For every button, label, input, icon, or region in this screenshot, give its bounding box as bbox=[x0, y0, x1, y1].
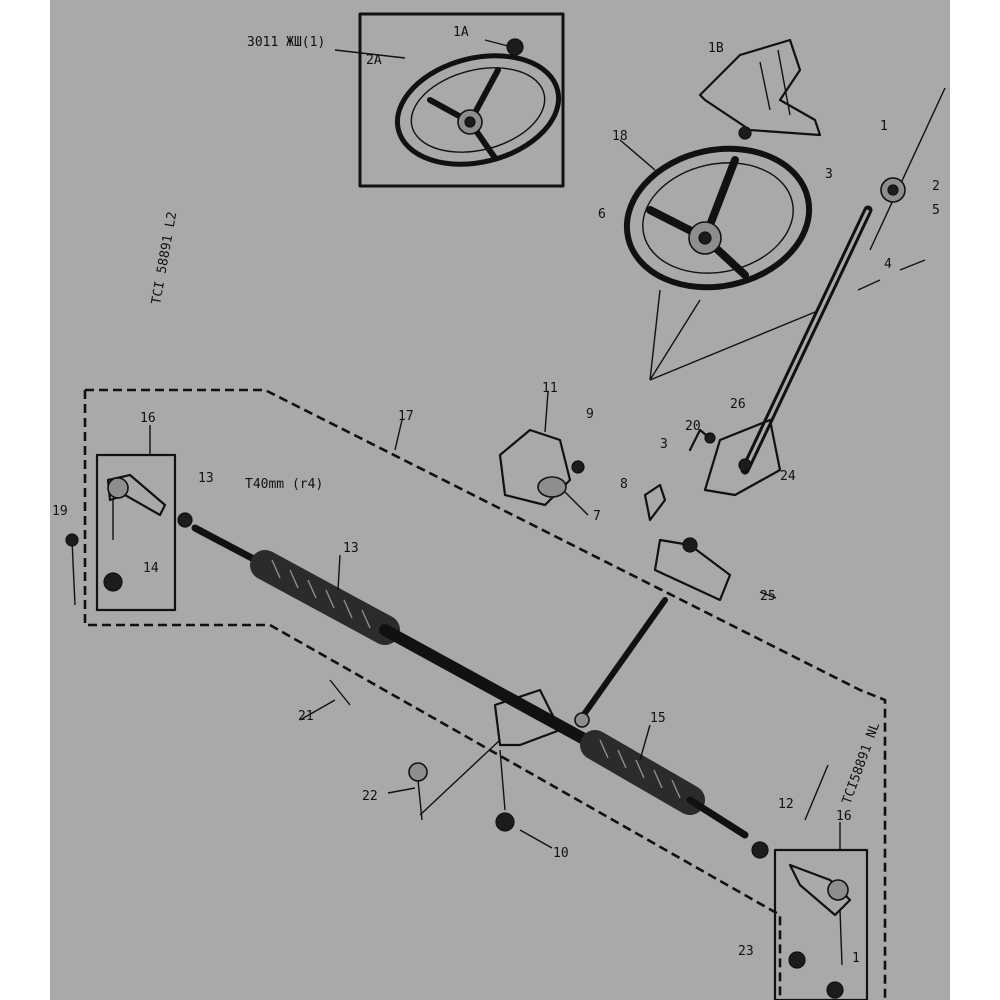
callout-4: 4 bbox=[884, 257, 892, 272]
callout-2: 2 bbox=[932, 179, 940, 194]
callout-5: 5 bbox=[932, 203, 940, 218]
steering-column bbox=[688, 87, 946, 497]
callout-9: 9 bbox=[586, 407, 594, 422]
left-tie-rod-box bbox=[65, 453, 177, 612]
callout-12: 12 bbox=[778, 797, 794, 812]
callout-24: 24 bbox=[780, 469, 796, 484]
steering-shroud-part bbox=[698, 38, 822, 140]
callout-20: 20 bbox=[685, 419, 701, 434]
callout-16b: 16 bbox=[836, 809, 852, 824]
callout-15: 15 bbox=[650, 711, 666, 726]
callout-22: 22 bbox=[362, 789, 378, 804]
callout-3: 3 bbox=[825, 167, 833, 182]
callout-drawing-ref: TCI 58891 L2 bbox=[149, 211, 180, 306]
callout-2a: 2A bbox=[366, 53, 382, 68]
callout-3011: 3011 ЖШ(1) bbox=[247, 35, 325, 50]
callout-17: 17 bbox=[398, 409, 414, 424]
callout-25: 25 bbox=[760, 589, 776, 604]
callout-8: 8 bbox=[620, 477, 628, 492]
callout-drawing-ref-2: TCI58891 NL bbox=[840, 720, 884, 806]
steering-rack bbox=[177, 512, 769, 859]
inset-steering-wheel-box bbox=[334, 12, 565, 188]
callout-11: 11 bbox=[542, 381, 558, 396]
callout-13: 13 bbox=[198, 471, 214, 486]
callout-1: 1 bbox=[880, 119, 888, 134]
right-tie-rod-box bbox=[773, 848, 869, 1000]
callout-7: 7 bbox=[593, 509, 601, 524]
callout-26: 26 bbox=[730, 397, 746, 412]
diagram-sheet bbox=[50, 0, 950, 1000]
callout-21: 21 bbox=[298, 709, 314, 724]
callout-dimension: T40mm (r4) bbox=[245, 477, 323, 492]
callout-3b: 3 bbox=[660, 437, 668, 452]
callout-6: 6 bbox=[598, 207, 606, 222]
callout-23: 23 bbox=[738, 944, 754, 959]
leader-lines bbox=[149, 139, 841, 850]
callout-1a: 1A bbox=[453, 25, 469, 40]
callout-10: 10 bbox=[553, 846, 569, 861]
callout-13b: 13 bbox=[343, 541, 359, 556]
callout-18: 18 bbox=[612, 129, 628, 144]
callout-14: 14 bbox=[143, 561, 159, 576]
callout-16: 16 bbox=[140, 411, 156, 426]
callout-1c: 1 bbox=[852, 951, 860, 966]
callout-1b: 1B bbox=[708, 41, 724, 56]
rack-assembly-outline bbox=[83, 388, 887, 1000]
mount-bracket bbox=[498, 428, 732, 602]
main-steering-wheel bbox=[623, 145, 821, 381]
callout-19: 19 bbox=[52, 504, 68, 519]
